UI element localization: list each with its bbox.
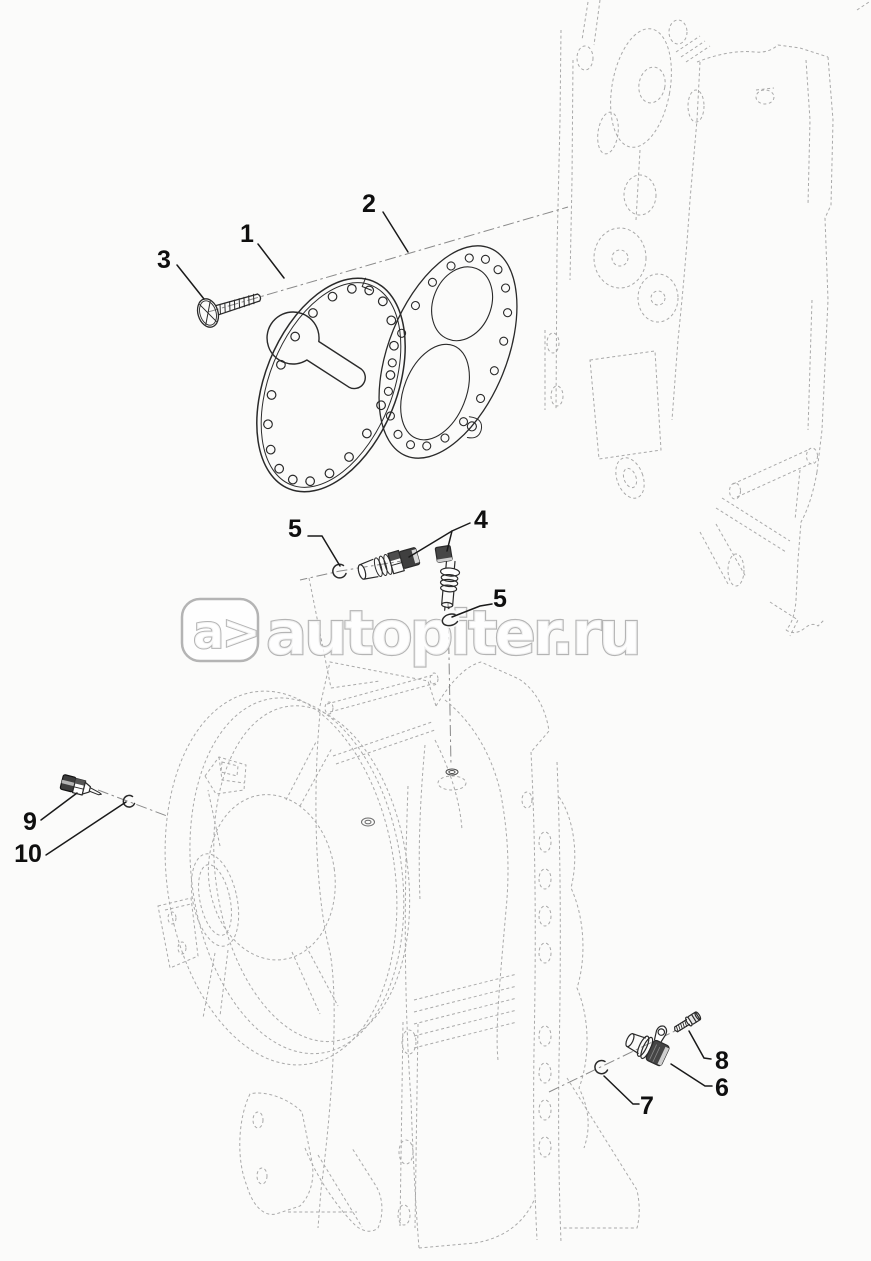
callout-label-6: 6 [715,1074,729,1102]
watermark-logo-box [180,597,260,663]
callout-leader-lines [40,211,713,1105]
part-sensor-left-drawing [357,547,421,580]
callout-label-3: 3 [157,246,171,274]
callout-label-1: 1 [240,220,254,248]
callout-label-10: 10 [14,840,42,868]
transmission-housing-ghost [157,577,640,1249]
part-cover-plate-keyhole [266,311,366,390]
leader-7 [603,1075,640,1105]
part-bolt-drawing [674,1011,702,1033]
callout-label-8: 8 [715,1047,729,1075]
leader-10 [45,801,127,856]
leader-5-left [307,535,341,567]
watermark: a> autopiter.ru [180,597,643,670]
part-sensor-right-drawing [434,544,461,614]
part-cover-plate-drawing [256,277,406,493]
part-gasket-drawing [378,245,518,459]
leader-8 [688,1030,712,1060]
callout-label-5-left: 5 [288,515,302,543]
watermark-logo: a> [193,605,259,659]
part-plug-sensor-drawing [59,774,102,796]
leader-3 [176,264,205,300]
part-speed-sensor-drawing [625,1025,670,1067]
mounting-boss-top [445,768,459,776]
callout-label-9: 9 [23,808,37,836]
leader-9 [40,792,78,821]
watermark-text: autopiter.ru [266,598,639,669]
leader-2 [382,211,409,253]
leader-6 [670,1063,713,1087]
leader-1 [257,243,285,279]
part-o-ring-7-drawing [594,1059,609,1075]
part-o-ring-5-right-drawing [441,613,459,627]
leader-5-right [451,603,493,618]
engine-block-ghost [544,0,870,637]
callout-label-4: 4 [474,506,488,534]
part-screw-drawing [196,293,262,328]
callout-label-5-right: 5 [493,585,507,613]
leader-4b [446,530,453,552]
mounting-boss-side [361,817,375,827]
callout-label-7: 7 [640,1092,654,1120]
callout-label-2: 2 [362,190,376,218]
part-o-ring-10-drawing [122,794,136,808]
